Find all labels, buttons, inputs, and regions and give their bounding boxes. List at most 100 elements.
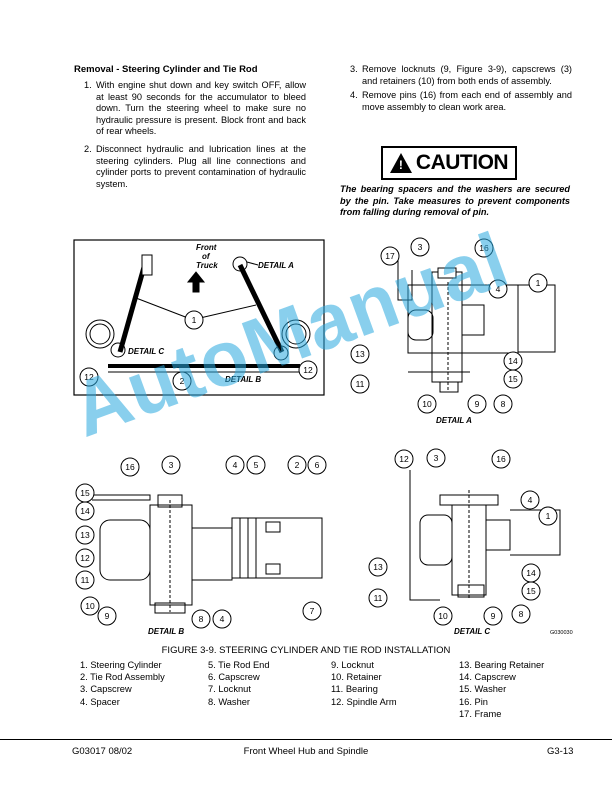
legend-item: 8. Washer bbox=[208, 696, 251, 707]
detail-b-circle bbox=[273, 345, 289, 361]
overview-detail-b-label: DETAIL B bbox=[225, 375, 261, 384]
callout-label: 8 bbox=[501, 399, 506, 409]
left-cylinder-end bbox=[141, 254, 153, 276]
overview-callouts: 1 2 12 12 bbox=[79, 310, 318, 391]
leader-line bbox=[246, 261, 259, 266]
caution-banner: ! CAUTION bbox=[381, 146, 517, 180]
callout-label: 4 bbox=[220, 614, 225, 624]
legend-item: 16. Pin bbox=[459, 696, 488, 707]
callout-label: 15 bbox=[508, 374, 518, 384]
step-item: 4. Remove pins (16) from each end of ass… bbox=[350, 90, 572, 113]
step-number: 3. bbox=[350, 64, 358, 74]
callout-label: 10 bbox=[438, 611, 448, 621]
step-number: 1. bbox=[84, 80, 92, 90]
step-number: 2. bbox=[84, 143, 92, 154]
legend-item: 1. Steering Cylinder bbox=[80, 660, 162, 670]
legend-item: 6. Capscrew bbox=[208, 672, 260, 683]
callout-label: 5 bbox=[254, 460, 259, 470]
callout-label: 10 bbox=[85, 601, 95, 611]
figure-illustration: Front of Truck 1 2 12 12 DETAIL A DETAIL… bbox=[73, 237, 573, 636]
footer-divider bbox=[0, 739, 612, 740]
legend-item: 7. Locknut bbox=[208, 684, 251, 695]
callout-label: 14 bbox=[508, 356, 518, 366]
footer-section-title: Front Wheel Hub and Spindle bbox=[243, 746, 369, 757]
callout-label: 9 bbox=[475, 399, 480, 409]
footer-page-number: G3-13 bbox=[547, 746, 574, 757]
figure-code: G030030 bbox=[550, 630, 573, 636]
callout-label: 16 bbox=[479, 243, 489, 253]
callout-label: 11 bbox=[81, 575, 90, 585]
callout-label: 12 bbox=[84, 372, 94, 382]
leader-line bbox=[199, 304, 257, 319]
step-item: 3. Remove locknuts (9, Figure 3-9), caps… bbox=[350, 64, 572, 87]
callout-label: 1 bbox=[192, 315, 197, 325]
callout-label: 1 bbox=[536, 278, 541, 288]
left-wheel bbox=[85, 319, 115, 349]
overview-detail-c-label: DETAIL C bbox=[128, 347, 164, 356]
callout-label: 4 bbox=[528, 495, 533, 505]
legend-item: 15. Washer bbox=[459, 684, 507, 695]
detail-b-drawing bbox=[92, 494, 323, 614]
callout-label: 12 bbox=[303, 365, 313, 375]
step-item: 1. With engine shut down and key switch … bbox=[84, 80, 306, 138]
callout-label: 14 bbox=[526, 568, 536, 578]
callout-label: 4 bbox=[233, 460, 238, 470]
legend-item: 9. Locknut bbox=[331, 660, 374, 670]
leader-line bbox=[135, 297, 189, 319]
callout-label: 8 bbox=[519, 609, 524, 619]
legend-item: 12. Spindle Arm bbox=[331, 696, 397, 707]
steps-right: 3. Remove locknuts (9, Figure 3-9), caps… bbox=[350, 64, 572, 116]
legend-item: 14. Capscrew bbox=[459, 672, 516, 683]
legend-column-3: 9. Locknut 10. Retainer 11. Bearing 12. … bbox=[331, 659, 397, 708]
legend-item: 10. Retainer bbox=[331, 672, 382, 683]
steps-left: 1. With engine shut down and key switch … bbox=[84, 80, 306, 196]
callout-label: 13 bbox=[373, 562, 383, 572]
legend-item: 4. Spacer bbox=[80, 696, 120, 707]
overview-frame bbox=[73, 239, 325, 396]
front-arrow-icon bbox=[186, 271, 206, 293]
detail-c-drawing bbox=[409, 470, 561, 601]
callout-label: 16 bbox=[125, 462, 135, 472]
caution-text: The bearing spacers and the washers are … bbox=[340, 184, 570, 218]
step-text: With engine shut down and key switch OFF… bbox=[96, 80, 306, 137]
callout-label: 15 bbox=[526, 586, 536, 596]
front-label: Truck bbox=[196, 261, 218, 270]
callout-label: 13 bbox=[80, 530, 90, 540]
legend-item: 11. Bearing bbox=[331, 684, 378, 695]
callout-label: 8 bbox=[199, 614, 204, 624]
overview-detail-a-label: DETAIL A bbox=[258, 261, 294, 270]
section-heading: Removal - Steering Cylinder and Tie Rod bbox=[74, 64, 258, 75]
left-wheel-inner bbox=[89, 323, 111, 345]
callout-label: 1 bbox=[546, 511, 551, 521]
step-text: Disconnect hydraulic and lubrication lin… bbox=[96, 143, 306, 189]
right-wheel-inner bbox=[285, 323, 307, 345]
right-wheel bbox=[281, 319, 311, 349]
legend-item: 2. Tie Rod Assembly bbox=[80, 672, 165, 683]
footer-doc-code: G03017 08/02 bbox=[72, 746, 133, 757]
callout-label: 3 bbox=[434, 453, 439, 463]
detail-c-callouts: 12 3 16 4 1 13 14 15 11 10 9 8 bbox=[368, 448, 558, 626]
warning-glyph: ! bbox=[398, 158, 403, 172]
detail-c-circle bbox=[110, 342, 126, 358]
callout-label: 17 bbox=[385, 251, 395, 261]
legend-item: 5. Tie Rod End bbox=[208, 660, 270, 670]
legend-item: 17. Frame bbox=[459, 708, 502, 719]
callout-label: 11 bbox=[374, 593, 383, 603]
callout-label: 9 bbox=[491, 611, 496, 621]
detail-a-drawing bbox=[397, 260, 556, 393]
detail-c-title: DETAIL C bbox=[454, 627, 490, 636]
callout-label: 10 bbox=[422, 399, 432, 409]
step-text: Remove pins (16) from each end of assemb… bbox=[362, 90, 572, 112]
callout-label: 11 bbox=[356, 379, 365, 389]
detail-a-title: DETAIL A bbox=[436, 416, 472, 425]
callout-label: 14 bbox=[80, 506, 90, 516]
callout-label: 7 bbox=[310, 606, 315, 616]
legend-column-1: 1. Steering Cylinder 2. Tie Rod Assembly… bbox=[80, 659, 165, 708]
callout-label: 4 bbox=[496, 284, 501, 294]
legend-item: 13. Bearing Retainer bbox=[459, 660, 545, 670]
figure-caption: FIGURE 3-9. STEERING CYLINDER AND TIE RO… bbox=[161, 645, 451, 656]
legend-item: 3. Capscrew bbox=[80, 684, 132, 695]
callout-label: 2 bbox=[295, 460, 300, 470]
warning-icon: ! bbox=[389, 153, 412, 173]
detail-a-circle bbox=[232, 256, 248, 272]
